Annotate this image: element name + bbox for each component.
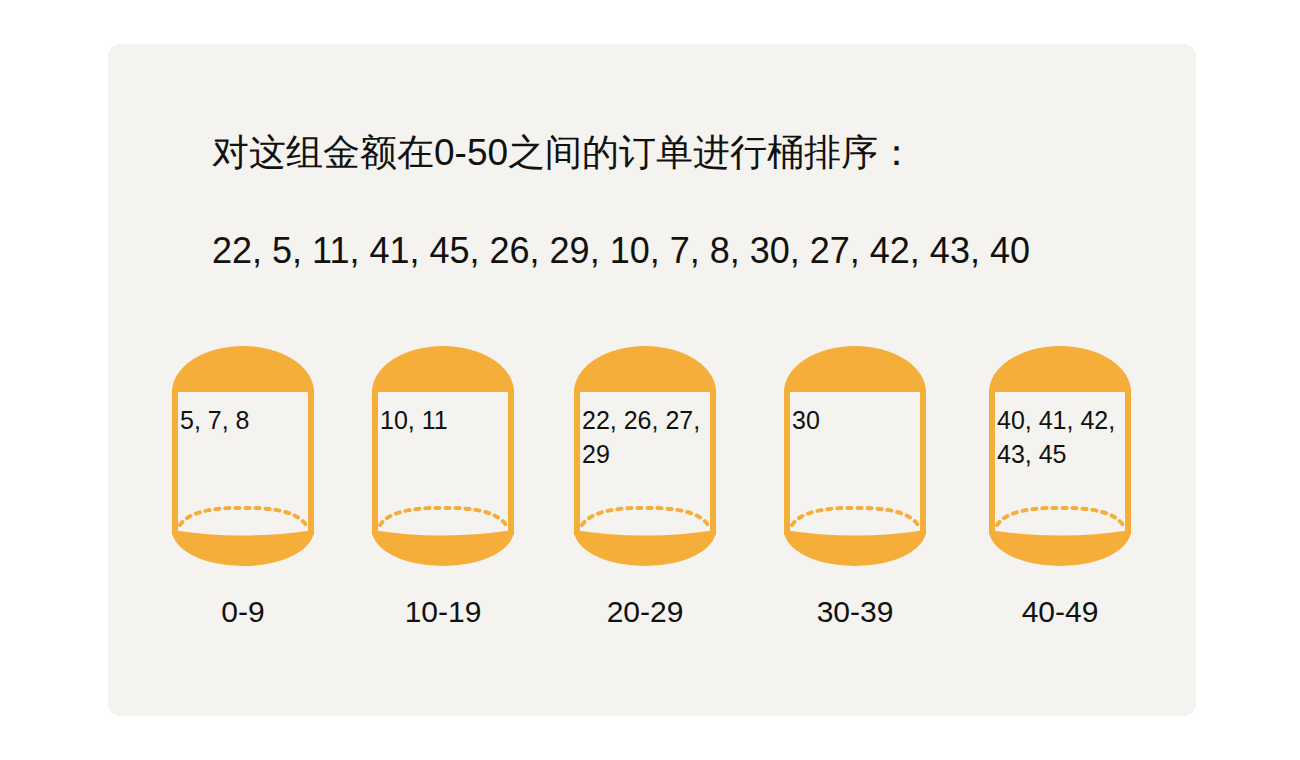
bucket-wall: [508, 390, 514, 535]
bucket-wall: [710, 390, 716, 535]
bucket-base: [784, 530, 926, 566]
bucket-base: [989, 530, 1131, 566]
bucket-contents: 10, 11: [380, 403, 506, 437]
bucket: 22, 26, 27, 2920-29: [570, 345, 720, 645]
bucket-range: 10-19: [348, 595, 538, 629]
bucket: 5, 7, 80-9: [168, 345, 318, 645]
bucket-base: [372, 530, 514, 566]
bucket-floor: [380, 508, 506, 525]
bucket-base: [574, 530, 716, 566]
bucket-contents: 22, 26, 27, 29: [582, 403, 708, 471]
bucket-lid: [784, 346, 926, 392]
bucket-floor: [582, 508, 708, 525]
bucket-range: 20-29: [550, 595, 740, 629]
title: 对这组金额在0-50之间的订单进行桶排序：: [212, 128, 915, 178]
bucket-contents: 30: [792, 403, 918, 437]
bucket-range: 30-39: [760, 595, 950, 629]
bucket-lid: [172, 346, 314, 392]
bucket: 10, 1110-19: [368, 345, 518, 645]
number-sequence: 22, 5, 11, 41, 45, 26, 29, 10, 7, 8, 30,…: [212, 230, 1030, 272]
bucket-wall: [920, 390, 926, 535]
bucket: 3030-39: [780, 345, 930, 645]
bucket-contents: 40, 41, 42, 43, 45: [997, 403, 1123, 471]
bucket-lid: [372, 346, 514, 392]
bucket-floor: [792, 508, 918, 525]
bucket-floor: [997, 508, 1123, 525]
bucket-wall: [1125, 390, 1131, 535]
bucket-range: 0-9: [148, 595, 338, 629]
bucket-wall: [372, 390, 378, 535]
bucket-wall: [784, 390, 790, 535]
bucket-lid: [574, 346, 716, 392]
bucket-range: 40-49: [965, 595, 1155, 629]
bucket-floor: [180, 508, 306, 525]
bucket-base: [172, 530, 314, 566]
bucket-wall: [172, 390, 178, 535]
bucket-wall: [989, 390, 995, 535]
bucket-wall: [574, 390, 580, 535]
bucket-wall: [308, 390, 314, 535]
bucket-contents: 5, 7, 8: [180, 403, 306, 437]
bucket-lid: [989, 346, 1131, 392]
bucket: 40, 41, 42, 43, 4540-49: [985, 345, 1135, 645]
